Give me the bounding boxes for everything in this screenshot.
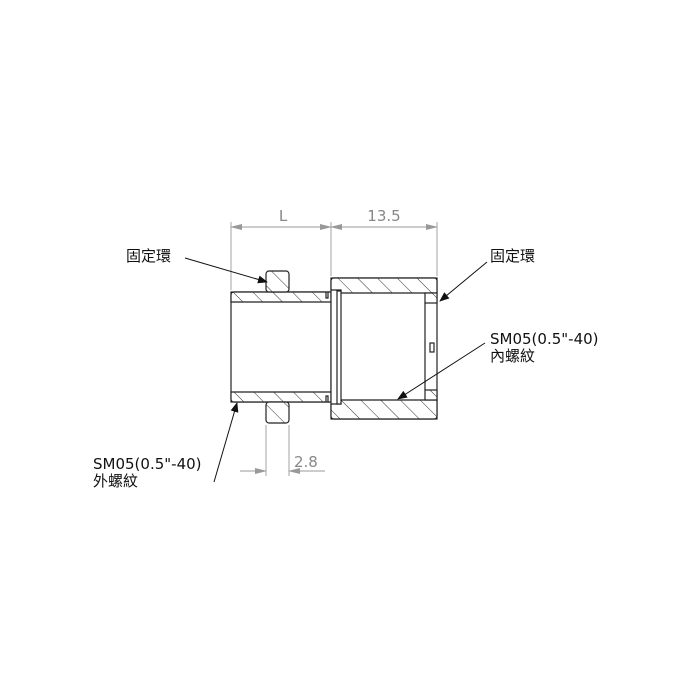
dimension-top: L 13.5 (230, 207, 438, 290)
dimension-L: L (279, 207, 288, 225)
label-external-thread-type: 外螺紋 (93, 472, 138, 490)
label-retaining-ring-right: 固定環 (490, 247, 535, 265)
label-internal-thread-spec: SM05(0.5"-40) (490, 330, 599, 348)
label-retaining-ring-left: 固定環 (126, 247, 171, 265)
threaded-body (330, 277, 438, 420)
dimension-ring-width: 2.8 (240, 425, 325, 476)
dimension-13-5: 13.5 (367, 207, 400, 225)
retaining-ring-left (265, 270, 290, 424)
label-internal-thread-type: 內螺紋 (490, 347, 535, 365)
threaded-tube (230, 291, 332, 403)
label-external-thread-spec: SM05(0.5"-40) (93, 455, 202, 473)
dimension-2-8: 2.8 (294, 453, 318, 471)
